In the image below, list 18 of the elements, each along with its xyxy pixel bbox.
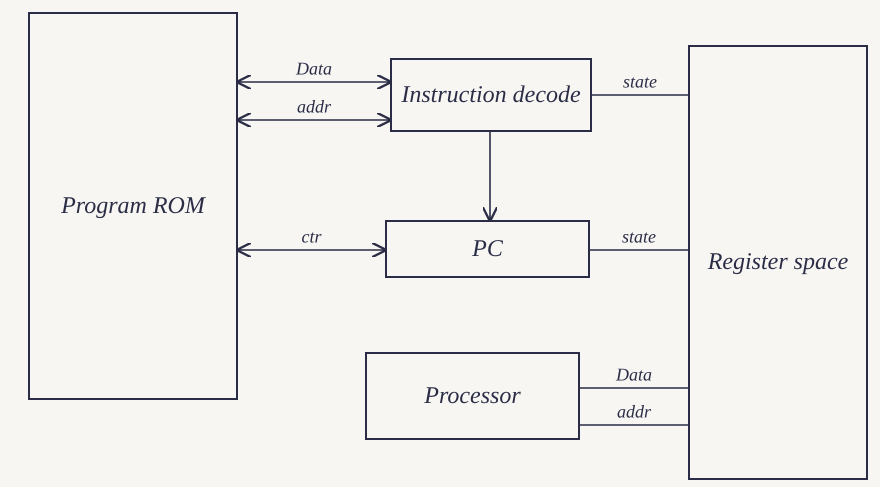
block-label: Register space — [706, 248, 850, 278]
block-label: PC — [471, 234, 504, 264]
block-box — [365, 352, 580, 440]
block-box — [390, 58, 592, 132]
block-label: Instruction decode — [400, 80, 582, 110]
arrow — [235, 74, 393, 90]
block-box — [28, 12, 238, 400]
arrow — [482, 132, 498, 223]
block-label: Processor — [423, 382, 522, 411]
connector-line — [590, 249, 688, 251]
connector-line — [580, 424, 688, 426]
connector-line — [580, 387, 688, 389]
block-box — [385, 220, 590, 278]
connector-line — [592, 94, 688, 96]
arrow — [235, 242, 388, 258]
block-label: Program ROM — [60, 192, 207, 221]
arrow — [235, 112, 393, 128]
block-box — [688, 45, 868, 480]
